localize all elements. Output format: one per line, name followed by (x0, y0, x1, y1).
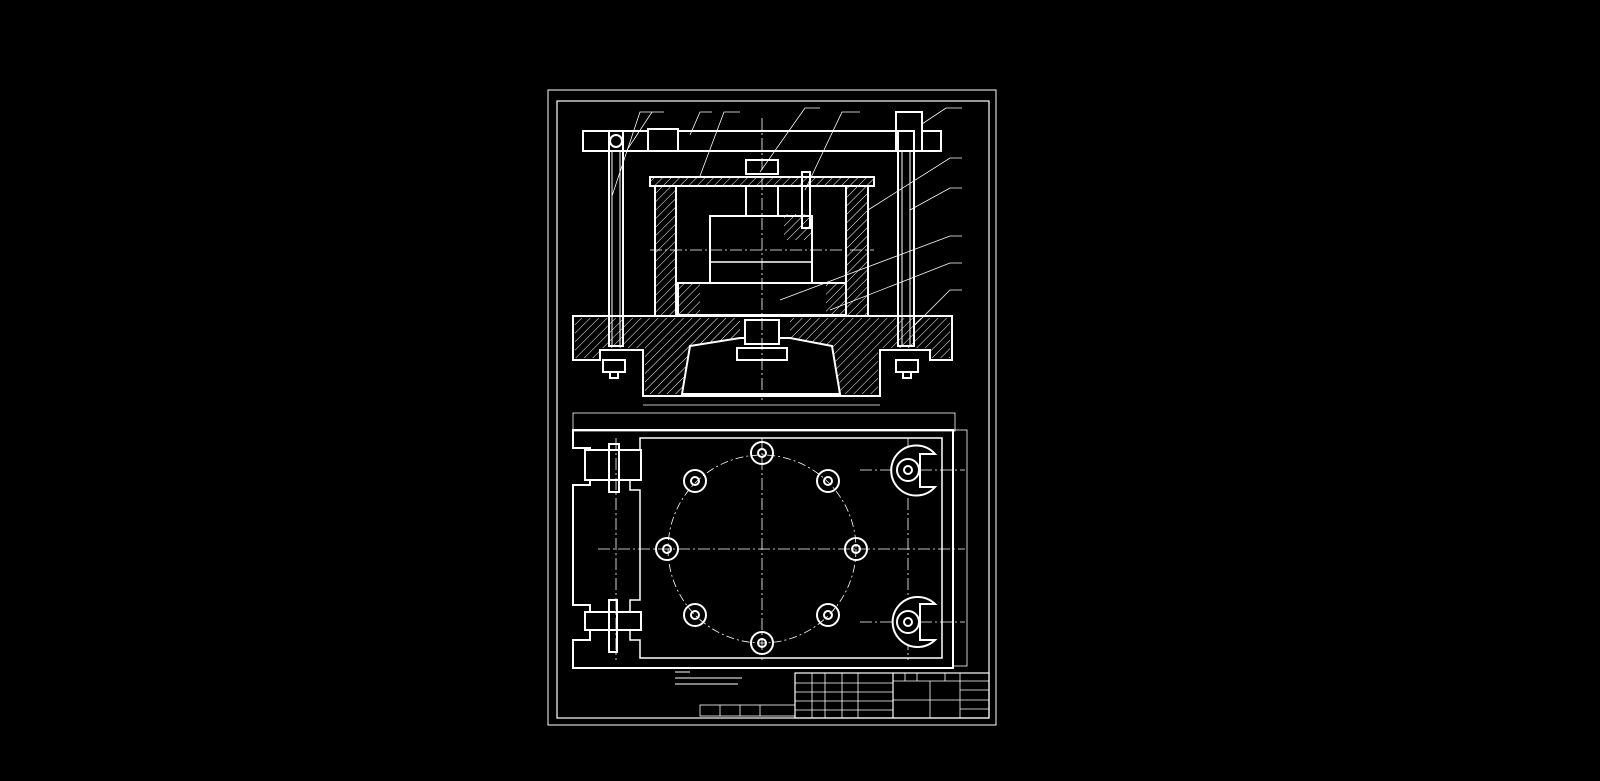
chuck-right-hatch (784, 214, 812, 240)
bolt-hole (750, 631, 774, 655)
plan-base-outline (572, 429, 954, 669)
revision-table (699, 704, 796, 717)
base-recess (680, 337, 842, 395)
sheet-outer-border (547, 89, 997, 726)
plan-right-dimension-frame (952, 429, 968, 667)
left-foot-stud (609, 371, 619, 379)
top-plate (582, 130, 942, 152)
left-housing-wall (654, 185, 677, 317)
lower-ring-hatch-left (676, 283, 700, 316)
title-block (794, 672, 990, 719)
plan-left-clamp-upper (584, 449, 642, 481)
bolt-hole (844, 537, 868, 561)
base-plate (572, 315, 953, 397)
top-plan-view (572, 412, 968, 669)
left-column-pin (609, 134, 623, 148)
bolt-hole (750, 441, 774, 465)
technical-notes (675, 671, 742, 685)
bolt-hole (683, 603, 707, 627)
lower-ring-hatch-right (826, 283, 846, 316)
bolt-hole (816, 469, 840, 493)
base-plate-hatch-right (790, 318, 950, 394)
plan-left-clamp-pin-upper (608, 443, 620, 493)
sheet-inner-border (556, 100, 990, 719)
bolt-hole (655, 537, 679, 561)
open-clamp-upper (890, 444, 938, 497)
plan-left-clamp-lower (584, 611, 642, 631)
open-clamp-lower (891, 596, 938, 648)
leader-lines (611, 107, 962, 327)
locating-pin (801, 171, 811, 229)
bolt-hole (683, 469, 707, 493)
plan-outer-dimension-frame (572, 412, 956, 432)
plan-left-clamp-pin-lower (608, 599, 618, 653)
right-guide-column (897, 130, 915, 347)
right-foot-stud (902, 371, 912, 379)
top-left-clamp (647, 128, 679, 152)
sheet-frame (547, 89, 997, 726)
base-plate-hatch-left (575, 318, 740, 394)
right-foot-nut (895, 359, 919, 373)
front-section-view (572, 107, 962, 406)
left-guide-column (608, 130, 624, 347)
bolt-hole (816, 603, 840, 627)
bolt-holes (655, 441, 868, 655)
left-foot-nut (602, 359, 626, 373)
title-block-frame (794, 672, 990, 719)
